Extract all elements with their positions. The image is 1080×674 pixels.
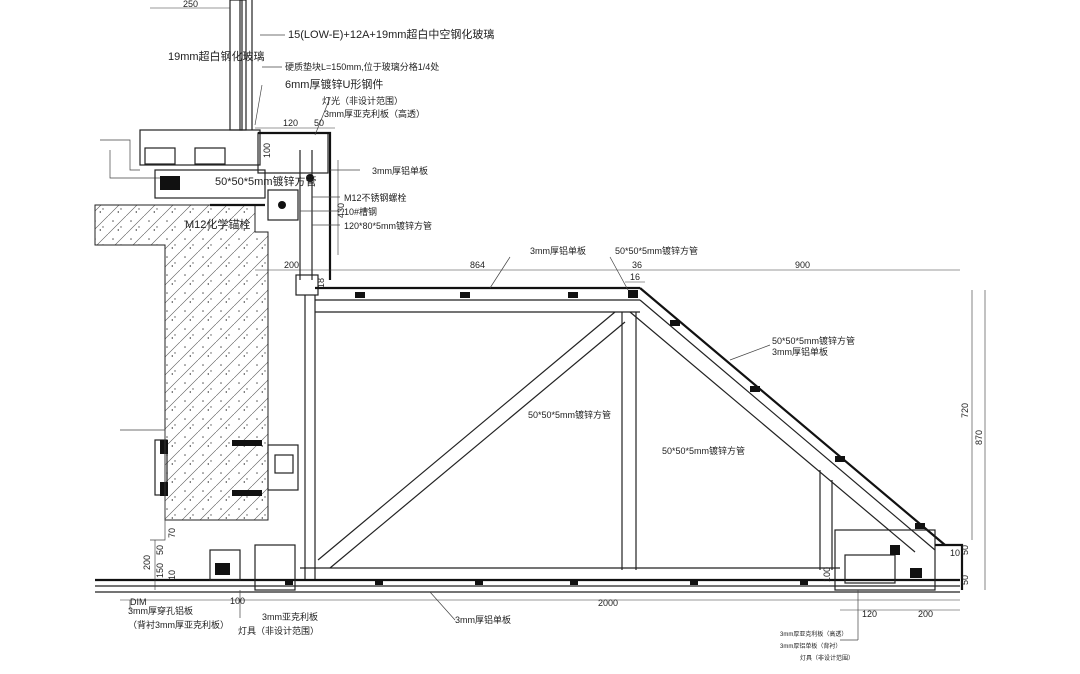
dim-120: 120 bbox=[283, 118, 298, 128]
note-small-1: 3mm厚亚克利板（高透） bbox=[780, 630, 847, 638]
dimension-lines bbox=[120, 7, 986, 611]
frame-slope-chord bbox=[629, 287, 946, 553]
note-perf-backing: （背衬3mm厚亚克利板） bbox=[128, 619, 229, 630]
dim-50-right-a: 50 bbox=[960, 545, 970, 555]
dim-900: 900 bbox=[795, 260, 810, 270]
note-tube-mid: 50*50*5mm镀锌方管 bbox=[615, 245, 698, 256]
note-glass-spec: 15(LOW-E)+12A+19mm超白中空钢化玻璃 bbox=[288, 27, 494, 41]
dim-16: 16 bbox=[630, 272, 640, 282]
lower-bracket bbox=[120, 429, 299, 591]
note-glass-19: 19mm超白钢化玻璃 bbox=[168, 49, 265, 63]
dim-200-bottom: 200 bbox=[918, 609, 933, 619]
dim-10-left: 10 bbox=[167, 570, 177, 580]
dim-50-left: 50 bbox=[155, 545, 165, 555]
dim-100-left: 100 bbox=[230, 596, 245, 606]
dim-dim: DIM bbox=[130, 597, 147, 607]
note-tube-top: 50*50*5mm镀锌方管 bbox=[215, 174, 316, 188]
note-lamp-bottom: 灯具（非设计范围） bbox=[238, 625, 319, 636]
note-channel: 10#槽钢 bbox=[344, 206, 377, 217]
dim-250: 250 bbox=[183, 0, 198, 9]
dim-100-right: 100 bbox=[822, 567, 832, 582]
frame-verticals bbox=[304, 295, 833, 580]
dim-200: 200 bbox=[284, 260, 299, 270]
note-al-panel-mid: 3mm厚铝单板 bbox=[530, 245, 586, 256]
dim-430: 430 bbox=[336, 203, 346, 218]
note-al-panel-right: 3mm厚铝单板 bbox=[372, 165, 428, 176]
dim-70-left: 70 bbox=[167, 528, 177, 538]
leader-lines bbox=[129, 34, 859, 641]
note-small-3: 灯具（非设计范围） bbox=[800, 654, 854, 662]
note-bolt-ss: M12不锈钢螺栓 bbox=[344, 192, 407, 203]
frame-diagonal bbox=[317, 311, 626, 569]
upper-bracket bbox=[154, 131, 332, 296]
note-small-2: 3mm厚铝单板（背衬） bbox=[780, 642, 841, 650]
dim-120-bottom: 120 bbox=[862, 609, 877, 619]
annotations: 15(LOW-E)+12A+19mm超白中空钢化玻璃 19mm超白钢化玻璃 硬质… bbox=[128, 27, 855, 662]
glass-panel bbox=[100, 0, 261, 179]
dim-50: 50 bbox=[314, 118, 324, 128]
note-perf-panel: 3mm厚穿孔铝板 bbox=[128, 605, 193, 616]
dimension-labels: 250 120 50 100 430 18 200 864 900 36 16 … bbox=[130, 0, 984, 619]
lower-right-housing bbox=[834, 529, 964, 591]
fastener-bolts bbox=[285, 290, 925, 585]
note-block: 硬质垫块L=150mm,位于玻璃分格1/4处 bbox=[285, 61, 439, 72]
note-acrylic-top: 3mm厚亚克利板（高透） bbox=[324, 108, 425, 119]
note-al-bottom: 3mm厚铝单板 bbox=[455, 614, 511, 625]
dim-720: 720 bbox=[960, 403, 970, 418]
dim-36: 36 bbox=[632, 260, 642, 270]
note-tube-diag: 50*50*5mm镀锌方管 bbox=[528, 409, 611, 420]
note-tube-120: 120*80*5mm镀锌方管 bbox=[344, 220, 432, 231]
dim-870: 870 bbox=[974, 430, 984, 445]
dim-18: 18 bbox=[316, 278, 326, 288]
note-tube-vert: 50*50*5mm镀锌方管 bbox=[662, 445, 745, 456]
dim-864: 864 bbox=[470, 260, 485, 270]
frame-top-chord bbox=[315, 286, 640, 313]
dim-2000: 2000 bbox=[598, 598, 618, 608]
note-acrylic-bottom: 3mm亚克利板 bbox=[262, 611, 318, 622]
note-chem-bolt: M12化学锚栓 bbox=[185, 217, 250, 231]
dim-200-left: 200 bbox=[142, 555, 152, 570]
note-al-slope: 3mm厚铝单板 bbox=[772, 346, 828, 357]
dim-150-left: 150 bbox=[155, 563, 165, 578]
dim-10-right: 10 bbox=[950, 548, 960, 558]
dim-50-right-b: 50 bbox=[960, 575, 970, 585]
concrete-slab bbox=[94, 204, 269, 521]
note-u-channel: 6mm厚镀锌U形钢件 bbox=[285, 77, 383, 91]
note-tube-slope: 50*50*5mm镀锌方管 bbox=[772, 335, 855, 346]
note-light: 灯光（非设计范围） bbox=[322, 95, 403, 106]
dim-100: 100 bbox=[262, 143, 272, 158]
